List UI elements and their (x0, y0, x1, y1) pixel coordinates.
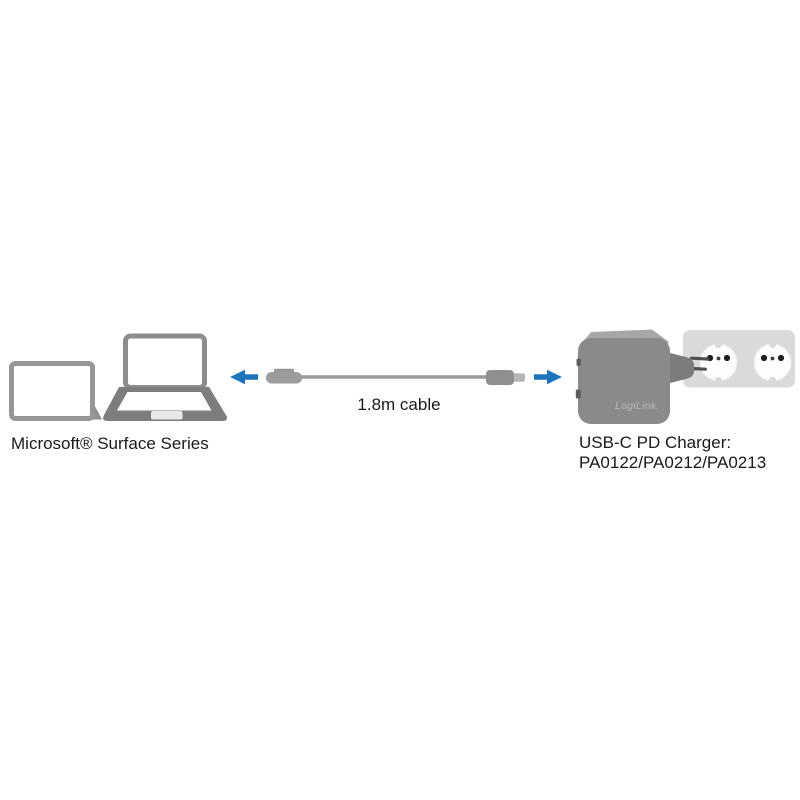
laptop-keyboard (117, 392, 212, 411)
socket-notch (714, 340, 723, 349)
socket-hole (723, 354, 731, 362)
surface-connect-plug-icon (266, 372, 302, 384)
plug-pin (689, 366, 707, 371)
plug-pin (689, 356, 709, 361)
laptop-icon (103, 333, 227, 421)
charger-usb-port (576, 358, 581, 366)
socket-notch (768, 340, 777, 349)
socket-notch (714, 376, 723, 385)
charger-front-face (578, 338, 670, 424)
charger-caption-line1: USB-C PD Charger: (579, 433, 732, 452)
tablet-body (9, 361, 95, 421)
socket-hole (760, 354, 768, 362)
cable-cord (296, 375, 488, 379)
usb-c-pd-charger-icon (575, 329, 709, 424)
outlet-socket-left (699, 343, 738, 382)
tablet-icon (9, 361, 102, 421)
plug-barrel (666, 352, 694, 384)
outlet-socket-right (753, 343, 792, 382)
usb-c-plug-tip (513, 373, 525, 382)
usb-c-plug-icon (486, 370, 514, 385)
charger-caption: USB-C PD Charger: PA0122/PA0212/PA0213 (579, 433, 766, 472)
arrow-left-icon (230, 369, 258, 385)
cable-icon (266, 368, 525, 385)
wall-outlet-icon (683, 330, 795, 388)
laptop-screen (123, 333, 207, 390)
laptop-touchpad (151, 411, 183, 420)
charger-caption-line2: PA0122/PA0212/PA0213 (579, 452, 767, 472)
logilink-brand-label: LogiLink. (615, 400, 660, 412)
socket-hole (716, 356, 721, 361)
socket-hole (777, 354, 785, 362)
arrow-right-icon (534, 369, 562, 385)
surface-series-label: Microsoft® Surface Series (11, 434, 209, 453)
charger-usb-port (575, 389, 581, 399)
cable-length-label: 1.8m cable (357, 395, 441, 414)
socket-hole (770, 356, 775, 361)
socket-notch (768, 376, 777, 385)
